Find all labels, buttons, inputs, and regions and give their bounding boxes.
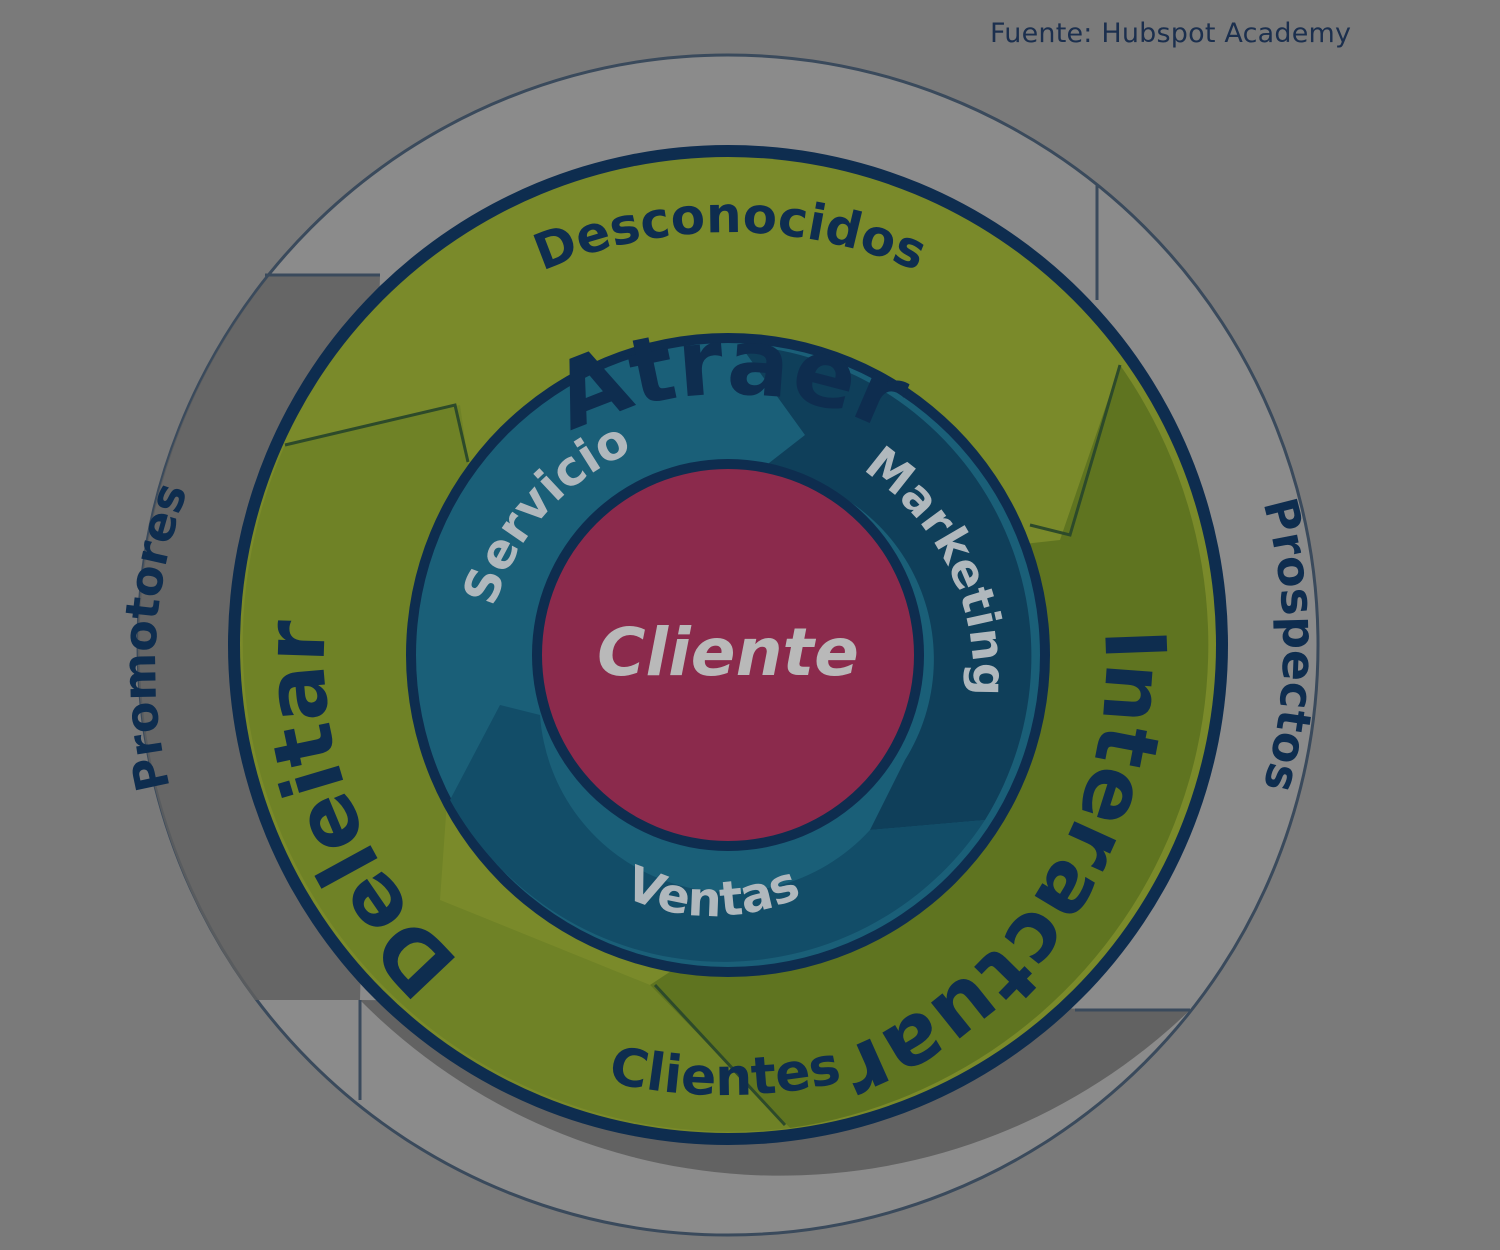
source-note: Fuente: Hubspot Academy xyxy=(990,18,1352,49)
middle-ring-arrow-outline xyxy=(653,983,787,1127)
inner-ring-segment-marketing xyxy=(740,345,1032,830)
middle-ring-arrow-outline xyxy=(284,403,470,463)
center-circle xyxy=(542,469,914,841)
middle-ring-arrow-outline xyxy=(1029,364,1122,537)
center-label: Cliente xyxy=(597,614,859,691)
inner-ring-segment-ventas xyxy=(450,705,985,962)
middle-ring-segment-deleitar xyxy=(242,405,791,1132)
